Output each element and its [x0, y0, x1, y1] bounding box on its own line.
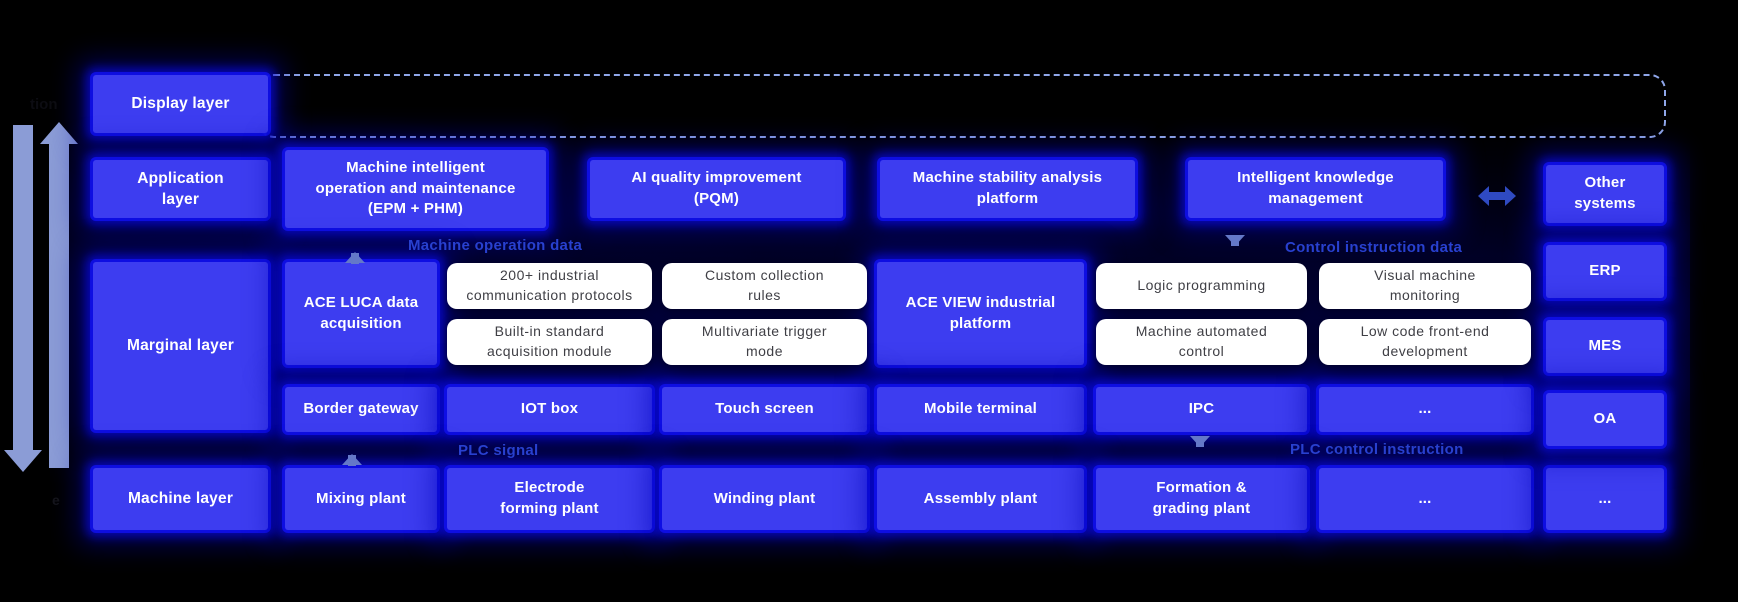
- edge-text-fragment-bottom: e: [52, 492, 60, 508]
- down-arrow-icon: [1225, 235, 1245, 264]
- device-box: ...: [1319, 387, 1531, 432]
- display-layer-dashed-frame: [258, 74, 1666, 138]
- big-down-arrow-shaft: [13, 125, 33, 451]
- down-arrow-shaft: [1231, 235, 1239, 246]
- big-up-arrow-icon: [40, 122, 78, 144]
- external-system-box: MES: [1546, 320, 1664, 373]
- down-arrow-head: [1190, 436, 1210, 464]
- down-arrow-icon: [1190, 436, 1210, 465]
- label-plc-control-instruction: PLC control instruction: [1290, 441, 1464, 458]
- layer-application-box: Application layer: [93, 160, 268, 218]
- down-arrow-head: [1225, 235, 1245, 263]
- up-arrow-icon: [345, 235, 365, 264]
- machine-plant-box: ...: [1319, 468, 1531, 530]
- device-box: Border gateway: [285, 387, 437, 432]
- double-arrow-left-head: [1478, 186, 1489, 206]
- app-box-knowledge: Intelligent knowledge management: [1188, 160, 1443, 218]
- box-ace-luca: ACE LUCA data acquisition: [285, 262, 437, 365]
- capability-box: Low code front-end development: [1319, 319, 1531, 365]
- machine-plant-box: Winding plant: [662, 468, 867, 530]
- layer-marginal-box: Marginal layer: [93, 262, 268, 430]
- layer-display-box: Display layer: [93, 75, 268, 133]
- up-arrow-icon: [342, 437, 362, 466]
- label-plc-signal: PLC signal: [458, 442, 539, 459]
- device-box: Mobile terminal: [877, 387, 1084, 432]
- capability-box: Visual machine monitoring: [1319, 263, 1531, 309]
- capability-box: Logic programming: [1096, 263, 1307, 309]
- box-other-systems: Other systems: [1546, 165, 1664, 223]
- down-arrow-shaft: [1196, 436, 1204, 447]
- double-arrow-bar: [1486, 192, 1508, 200]
- machine-plant-box: ...: [1546, 468, 1664, 530]
- capability-box: Machine automated control: [1096, 319, 1307, 365]
- machine-plant-box: Formation & grading plant: [1096, 468, 1307, 530]
- machine-plant-box: Electrode forming plant: [447, 468, 652, 530]
- label-control-instruction-data: Control instruction data: [1285, 239, 1463, 256]
- external-system-box: OA: [1546, 393, 1664, 446]
- machine-plant-box: Assembly plant: [877, 468, 1084, 530]
- app-box-stability: Machine stability analysis platform: [880, 160, 1135, 218]
- double-arrow-right-head: [1505, 186, 1516, 206]
- external-system-box: ERP: [1546, 245, 1664, 298]
- capability-box: Multivariate trigger mode: [662, 319, 867, 365]
- machine-plant-box: Mixing plant: [285, 468, 437, 530]
- up-arrow-head: [345, 235, 365, 263]
- device-box: Touch screen: [662, 387, 867, 432]
- big-down-arrow-icon: [4, 450, 42, 472]
- app-box-pqm: AI quality improvement (PQM): [590, 160, 843, 218]
- app-box-epm-phm: Machine intelligent operation and mainte…: [285, 150, 546, 228]
- double-arrow-icon: [1478, 186, 1516, 206]
- capability-box: Custom collection rules: [662, 263, 867, 309]
- up-arrow-head: [342, 437, 362, 465]
- device-box: IPC: [1096, 387, 1307, 432]
- big-up-arrow-shaft: [49, 143, 69, 468]
- up-arrow-shaft: [348, 455, 356, 466]
- up-arrow-shaft: [351, 253, 359, 264]
- box-ace-view: ACE VIEW industrial platform: [877, 262, 1084, 365]
- layer-machine-box: Machine layer: [93, 468, 268, 530]
- label-machine-operation-data: Machine operation data: [408, 237, 583, 254]
- capability-box: 200+ industrial communication protocols: [447, 263, 652, 309]
- device-box: IOT box: [447, 387, 652, 432]
- edge-text-fragment-top: tion: [30, 96, 58, 113]
- capability-box: Built-in standard acquisition module: [447, 319, 652, 365]
